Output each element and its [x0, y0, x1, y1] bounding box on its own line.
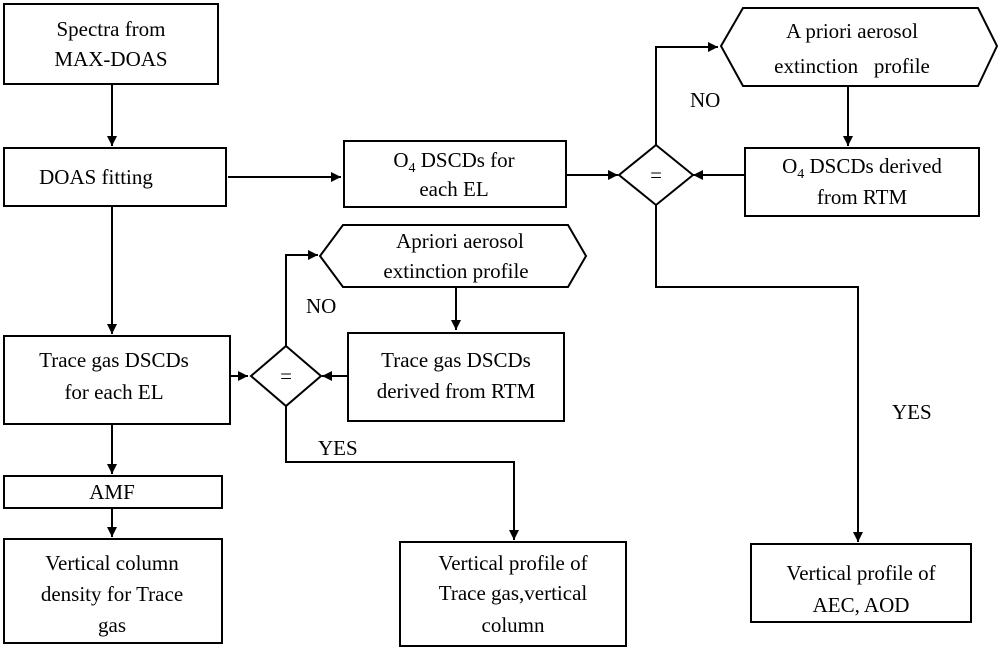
- edge-label-yes-mid: YES: [318, 436, 358, 460]
- node-o4-rtm-line-1: O4 DSCDs derived: [782, 154, 942, 182]
- node-doas-fitting: DOAS fitting: [3, 147, 227, 207]
- node-o4-rtm: O4 DSCDs derived from RTM: [744, 147, 980, 217]
- node-vp-trace-line-2: Trace gas,vertical: [439, 581, 588, 605]
- node-vcd-trace-line-1: Vertical column: [45, 551, 179, 575]
- node-doas-fitting-label: DOAS fitting: [39, 165, 153, 189]
- arrow-eq-mid-yes: [285, 406, 519, 540]
- node-vp-aec-line-1: Vertical profile of: [786, 561, 935, 585]
- node-amf: AMF: [3, 475, 223, 509]
- node-amf-label: AMF: [89, 480, 135, 504]
- edge-label-no-top: NO: [690, 88, 720, 112]
- o4-rtm-subscript: 4: [797, 167, 804, 182]
- node-trace-rtm-line-2: derived from RTM: [377, 379, 536, 403]
- node-apriori-top-line-2: extinction profile: [774, 54, 930, 78]
- node-apriori-mid-line-1: Apriori aerosol: [396, 229, 524, 253]
- o4-subscript: 4: [408, 161, 415, 176]
- o4-rtm-rest: DSCDs derived: [804, 154, 942, 178]
- o4-symbol: O: [393, 148, 408, 172]
- node-vp-aec-line-2: AEC, AOD: [813, 593, 910, 617]
- o4-rtm-symbol: O: [782, 154, 797, 178]
- node-trace-rtm: Trace gas DSCDs derived from RTM: [347, 332, 565, 422]
- node-o4-dscds: O4 DSCDs for each EL: [343, 140, 567, 208]
- edge-label-yes-right: YES: [892, 400, 932, 424]
- decision-eq-mid: =: [249, 344, 323, 408]
- connectors: [107, 42, 863, 542]
- node-apriori-top-line-1: A priori aerosol: [786, 19, 918, 43]
- node-vcd-trace-line-2: density for Trace: [41, 582, 183, 606]
- node-trace-dscds-line-2: for each EL: [64, 380, 163, 404]
- node-vcd-trace: Vertical column density for Trace gas: [3, 538, 223, 644]
- decision-eq-mid-symbol: =: [280, 364, 292, 388]
- node-apriori-mid-line-2: extinction profile: [383, 259, 528, 283]
- node-vp-trace: Vertical profile of Trace gas,vertical c…: [399, 541, 627, 647]
- node-o4-dscds-line-2: each EL: [419, 177, 488, 201]
- decision-eq-top-symbol: =: [650, 163, 662, 187]
- node-o4-rtm-line-2: from RTM: [817, 185, 908, 209]
- edge-label-no-mid: NO: [306, 294, 336, 318]
- node-apriori-top: A priori aerosol extinction profile: [719, 7, 999, 87]
- node-o4-dscds-line-1: O4 DSCDs for: [393, 148, 514, 176]
- arrow-eq-top-no: [655, 42, 718, 145]
- node-apriori-mid: Apriori aerosol extinction profile: [318, 224, 588, 288]
- node-spectra-line-2: MAX-DOAS: [54, 47, 167, 71]
- node-trace-dscds-line-1: Trace gas DSCDs: [39, 348, 189, 372]
- node-vcd-trace-line-3: gas: [98, 613, 126, 637]
- node-vp-trace-line-1: Vertical profile of: [438, 551, 587, 575]
- decision-eq-top: =: [617, 143, 695, 207]
- node-vp-trace-line-3: column: [482, 613, 545, 637]
- o4-dscds-rest: DSCDs for: [415, 148, 514, 172]
- node-trace-dscds: Trace gas DSCDs for each EL: [3, 335, 231, 425]
- arrow-eq-mid-no: [285, 250, 318, 346]
- node-trace-rtm-line-1: Trace gas DSCDs: [381, 348, 531, 372]
- node-vp-aec: Vertical profile of AEC, AOD: [750, 543, 972, 623]
- node-spectra: Spectra from MAX-DOAS: [3, 3, 219, 85]
- arrow-eq-top-yes: [655, 205, 863, 542]
- node-spectra-line-1: Spectra from: [56, 17, 165, 41]
